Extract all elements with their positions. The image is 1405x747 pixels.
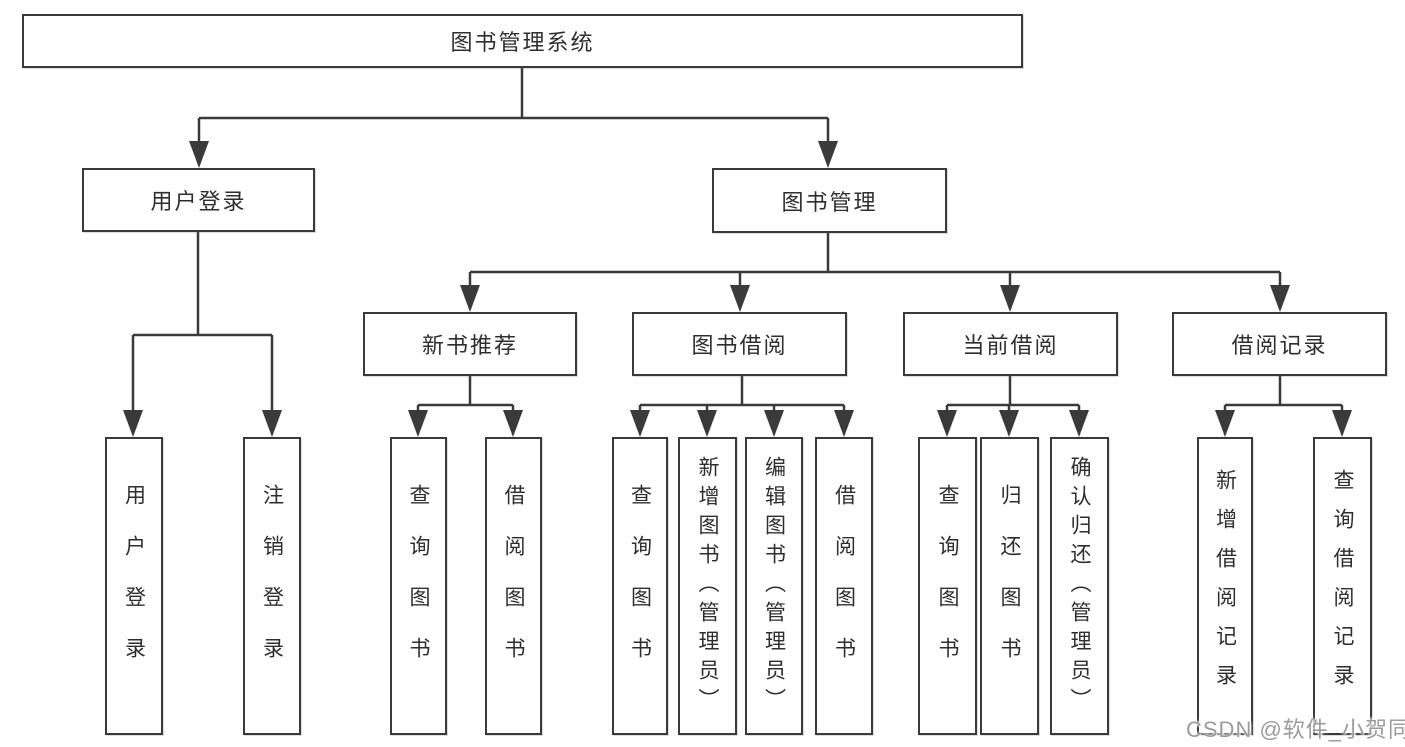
leaf-logout: 注销登录 <box>243 437 301 735</box>
node-current-borrowing-label: 当前借阅 <box>962 333 1059 358</box>
node-book-borrowing-label: 图书借阅 <box>691 333 788 358</box>
node-user-login: 用户登录 <box>82 168 315 232</box>
node-root-label: 图书管理系统 <box>450 30 595 55</box>
leaf-confirm-return-admin: 确认归还（管理员） <box>1050 437 1109 735</box>
leaf-query-books-3: 查询图书 <box>918 437 977 735</box>
node-user-login-label: 用户登录 <box>150 189 247 214</box>
node-borrowing-records-label: 借阅记录 <box>1231 333 1328 358</box>
node-current-borrowing: 当前借阅 <box>903 312 1118 376</box>
arrowheads <box>123 141 1352 437</box>
node-new-book-recommend: 新书推荐 <box>363 312 577 376</box>
leaf-query-books-2: 查询图书 <box>612 437 668 735</box>
leaf-borrow-books-1: 借阅图书 <box>485 437 542 735</box>
leaf-add-books-admin: 新增图书（管理员） <box>678 437 737 735</box>
leaf-borrow-books-2: 借阅图书 <box>815 437 873 735</box>
leaf-query-borrow-record: 查询借阅记录 <box>1313 437 1372 735</box>
connector-paths <box>131 68 1344 434</box>
node-book-borrowing: 图书借阅 <box>632 312 847 376</box>
node-new-book-recommend-label: 新书推荐 <box>421 333 518 358</box>
leaf-add-borrow-record: 新增借阅记录 <box>1197 437 1253 735</box>
node-book-management: 图书管理 <box>712 168 947 233</box>
leaf-return-books: 归还图书 <box>980 437 1039 735</box>
leaf-user-login: 用户登录 <box>105 437 163 735</box>
node-book-management-label: 图书管理 <box>781 189 878 215</box>
watermark: CSDN @软件_小贺同学 <box>1186 717 1405 742</box>
node-borrowing-records: 借阅记录 <box>1172 312 1387 376</box>
leaf-edit-books-admin: 编辑图书（管理员） <box>745 437 803 735</box>
leaf-query-books-1: 查询图书 <box>390 437 447 735</box>
node-root: 图书管理系统 <box>22 14 1023 68</box>
